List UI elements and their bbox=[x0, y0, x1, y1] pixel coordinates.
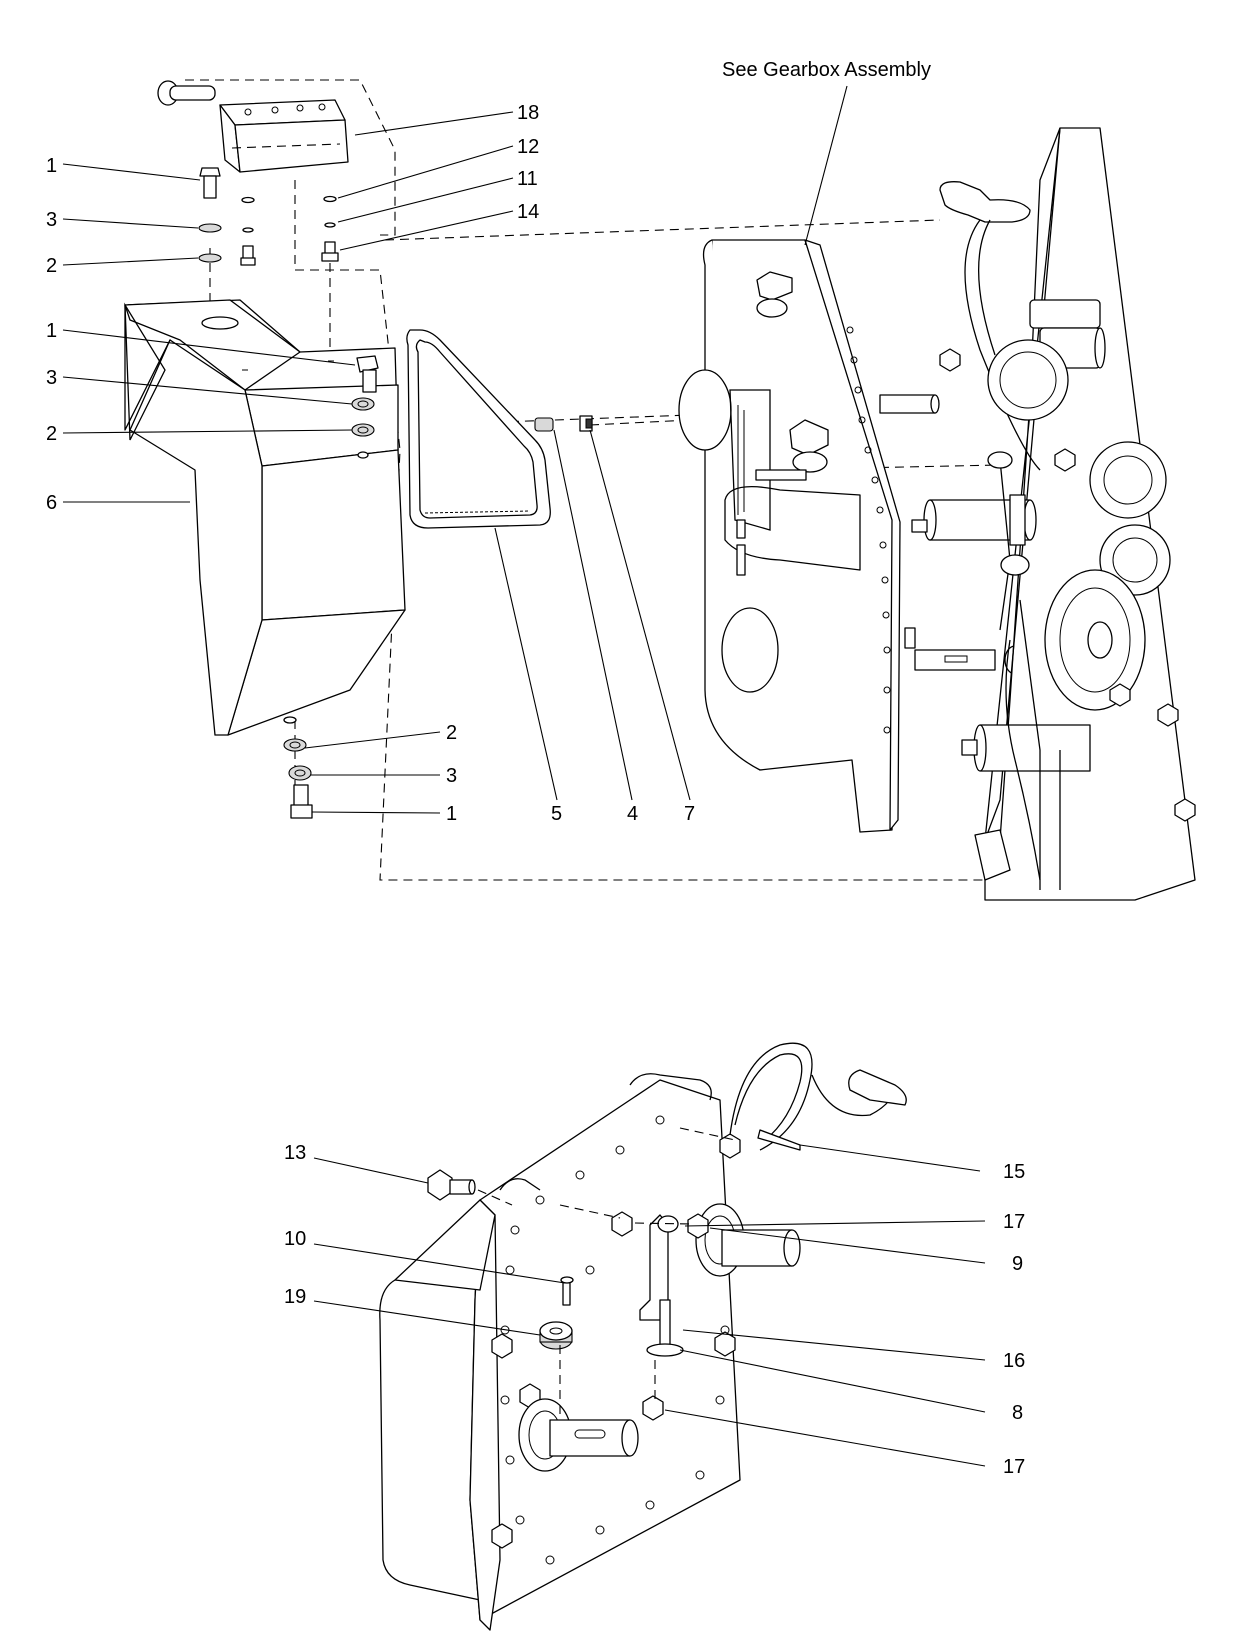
callout-1-mid: 1 bbox=[46, 320, 57, 342]
part-5-window-frame bbox=[406, 329, 551, 529]
gearbox-detail-bottom bbox=[379, 1042, 907, 1631]
gearbox-housing-top bbox=[678, 239, 1026, 833]
callout-10: 10 bbox=[284, 1228, 306, 1250]
callout-2-bottom: 2 bbox=[446, 722, 457, 744]
knob-middle bbox=[755, 419, 829, 481]
callout-13: 13 bbox=[284, 1142, 306, 1164]
callout-4: 4 bbox=[627, 803, 638, 825]
part-19-spacer bbox=[539, 1321, 573, 1350]
see-gearbox-assembly-note: See Gearbox Assembly bbox=[722, 59, 931, 81]
part-18-handle-block bbox=[157, 80, 349, 173]
part-6-shield-cover bbox=[124, 299, 406, 736]
callout-17-bottom: 17 bbox=[1003, 1456, 1025, 1478]
callout-3-bottom: 3 bbox=[446, 765, 457, 787]
callout-8: 8 bbox=[1012, 1402, 1023, 1424]
machine-frame-right bbox=[911, 127, 1196, 901]
callout-1-top: 1 bbox=[46, 155, 57, 177]
part-13-bolt bbox=[427, 1169, 476, 1201]
part-10-pin bbox=[560, 1276, 574, 1306]
callout-18: 18 bbox=[517, 102, 539, 124]
callout-11: 11 bbox=[517, 168, 538, 190]
fastener-stack-left-top bbox=[198, 167, 256, 266]
callout-15: 15 bbox=[1003, 1161, 1025, 1183]
callout-9: 9 bbox=[1012, 1253, 1023, 1275]
knob-top bbox=[756, 271, 793, 318]
callout-16: 16 bbox=[1003, 1350, 1025, 1372]
callout-3-mid: 3 bbox=[46, 367, 57, 389]
callout-1-bottom: 1 bbox=[446, 803, 457, 825]
leader-lines bbox=[62, 85, 986, 1467]
callout-2-top: 2 bbox=[46, 255, 57, 277]
callout-2-mid: 2 bbox=[46, 423, 57, 445]
callout-14: 14 bbox=[517, 201, 539, 223]
callout-7: 7 bbox=[684, 803, 695, 825]
callout-6: 6 bbox=[46, 492, 57, 514]
callout-12: 12 bbox=[517, 136, 539, 158]
callout-17-top: 17 bbox=[1003, 1211, 1025, 1233]
callout-5: 5 bbox=[551, 803, 562, 825]
fastener-stack-cover-right bbox=[351, 355, 379, 459]
fastener-stack-bottom bbox=[283, 716, 313, 819]
callout-19: 19 bbox=[284, 1286, 306, 1308]
fastener-stack-right-top bbox=[321, 195, 339, 262]
part-7-clip bbox=[579, 415, 593, 432]
part-4-spacer bbox=[534, 417, 554, 432]
callout-3-top: 3 bbox=[46, 209, 57, 231]
